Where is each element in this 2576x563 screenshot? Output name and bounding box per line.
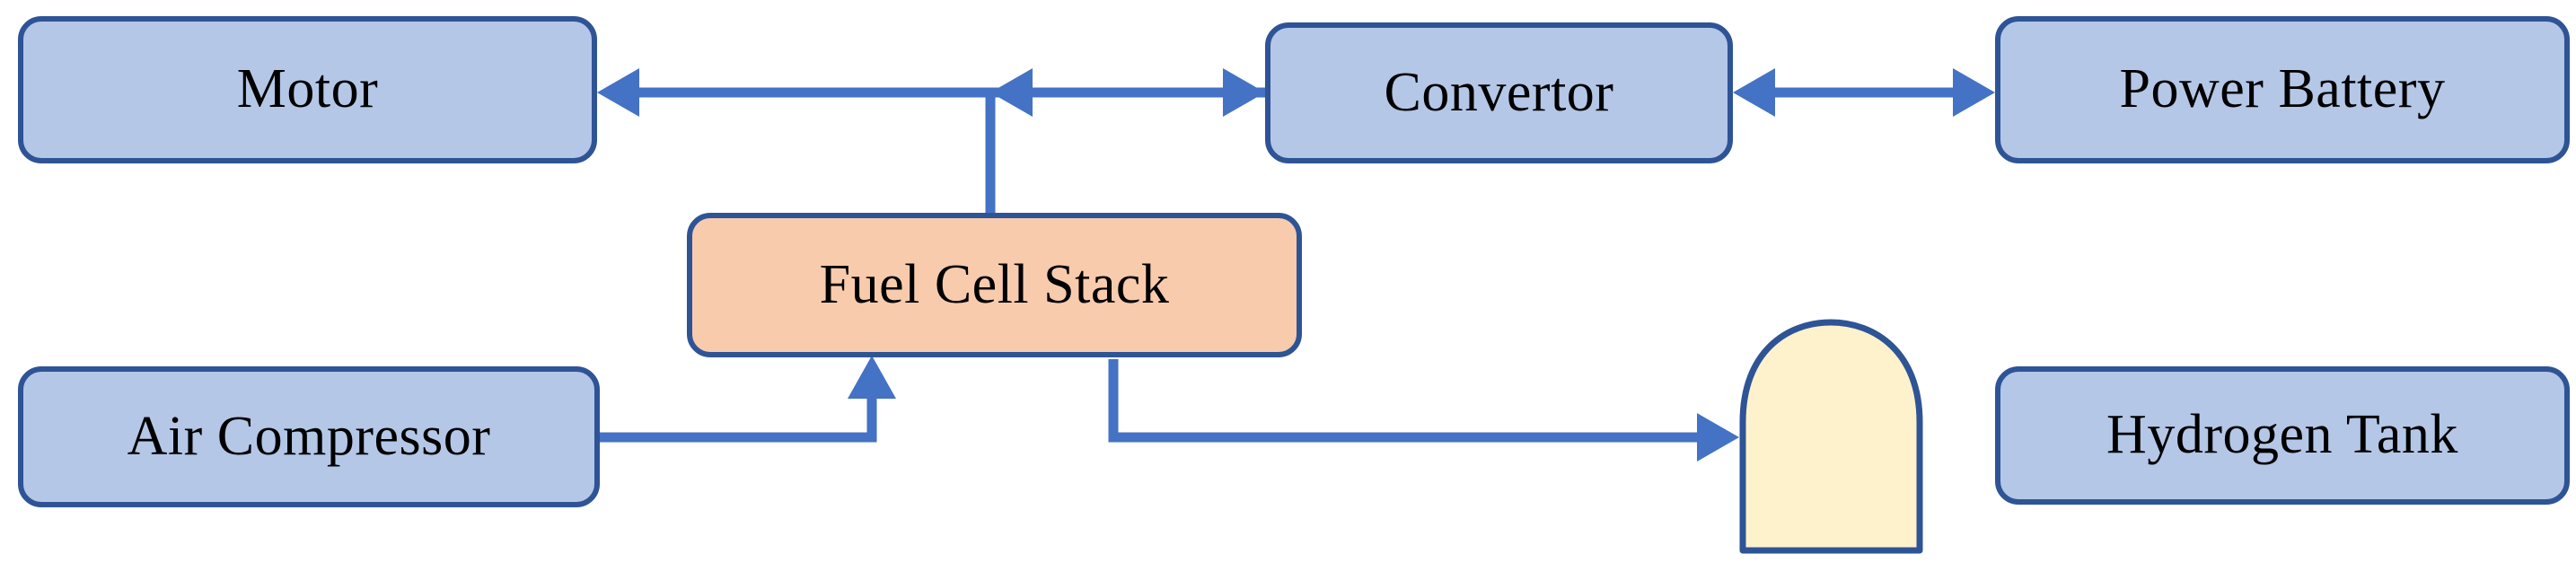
connector-air-compressor-to-fuel-cell-stack <box>600 356 896 443</box>
node-hydrogen-tank[interactable]: Hydrogen Tank <box>1995 366 2570 505</box>
node-convertor[interactable]: Convertor <box>1265 22 1733 163</box>
node-convertor-label: Convertor <box>1384 61 1614 123</box>
hydrogen-tank-vessel-shape <box>1739 319 1923 554</box>
node-power-battery[interactable]: Power Battery <box>1995 16 2570 163</box>
connector-fuel-cell-stack-to-hydrogen-tank <box>1108 359 1739 462</box>
connector-bus-junction-marker <box>990 68 1265 117</box>
connector-bus-to-motor <box>597 68 990 117</box>
node-power-battery-label: Power Battery <box>2119 58 2446 120</box>
node-fuel-cell-stack-label: Fuel Cell Stack <box>819 253 1170 315</box>
node-air-compressor[interactable]: Air Compressor <box>18 366 600 507</box>
node-motor[interactable]: Motor <box>18 16 597 163</box>
node-hydrogen-tank-label: Hydrogen Tank <box>2106 404 2458 466</box>
connector-bus-to-convertor <box>990 68 1265 117</box>
node-motor-label: Motor <box>236 58 379 120</box>
node-air-compressor-label: Air Compressor <box>127 405 491 467</box>
connector-convertor-to-power-battery <box>1733 68 1995 117</box>
node-fuel-cell-stack[interactable]: Fuel Cell Stack <box>687 213 1302 357</box>
